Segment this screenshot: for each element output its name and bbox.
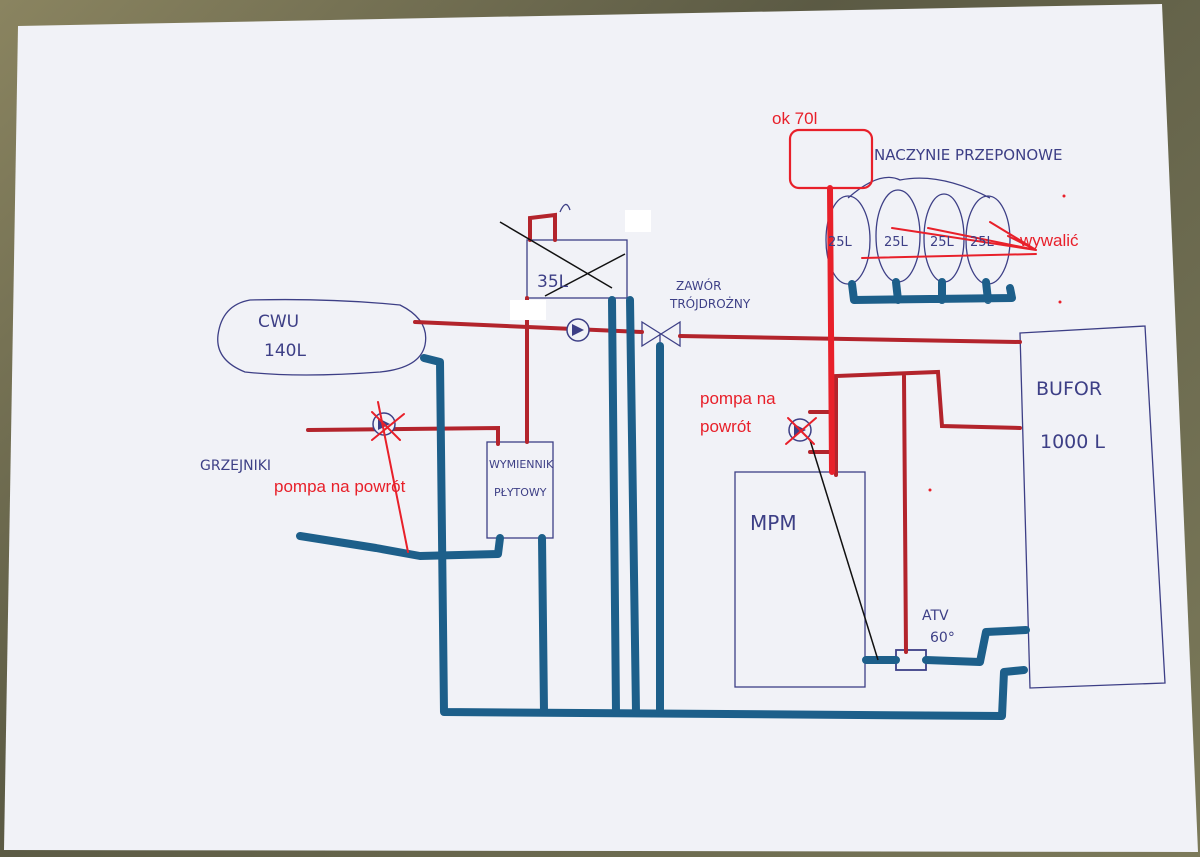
- mpm-boiler-shape: [734, 471, 866, 688]
- return-pipe-vert-1: [608, 296, 620, 716]
- valve-label-1: ZAWÓR: [676, 278, 721, 293]
- valve-label-2: TRÓJDROŻNY: [669, 296, 751, 311]
- small-tank-label: 35L: [537, 272, 569, 292]
- return-pipe-main: [420, 354, 1028, 720]
- return-pipe-grzejniki: [296, 532, 504, 560]
- ok70-annotation: ok 70l: [772, 109, 817, 128]
- supply-pipe-grzejniki: [306, 425, 500, 446]
- atv-label-2: 60°: [930, 630, 955, 646]
- small-tank-hook: [559, 203, 571, 213]
- redaction-patch-2: [510, 300, 546, 320]
- red-dot-2: [1058, 300, 1062, 304]
- cross-pump-grzejniki: [371, 411, 405, 441]
- cross-out-small-tank: [499, 221, 626, 297]
- redaction-patch-1: [625, 210, 651, 232]
- supply-pipe-valve-buffer: [678, 334, 1022, 344]
- vessels-title: NACZYNIE PRZEPONOWE: [874, 146, 1062, 164]
- wywalic-strikelines: [861, 221, 1037, 259]
- return-pipe-atv: [862, 626, 1030, 666]
- return-pipe-vert-2: [626, 296, 640, 716]
- supply-pipe-atv: [902, 374, 908, 654]
- return-pipe-vessels: [848, 278, 1016, 304]
- return-pipe-exchanger: [538, 534, 548, 716]
- cwu-label-1: CWU: [258, 312, 299, 332]
- grzejniki-label: GRZEJNIKI: [200, 458, 271, 474]
- cwu-label-2: 140L: [264, 341, 306, 361]
- exchanger-label-2: PŁYTOWY: [494, 486, 547, 499]
- pump-move-pointer: [809, 439, 879, 661]
- cwu-tank-shape: [217, 298, 427, 376]
- mpm-label: MPM: [750, 511, 797, 535]
- cross-pump-mpm: [785, 417, 817, 445]
- pompa-right-line2: powrót: [700, 417, 751, 436]
- pump-cwu: [566, 318, 590, 342]
- red-dot-3: [928, 488, 932, 492]
- vessel-top-link: [847, 176, 991, 199]
- wywalic-annotation: wywalić: [1019, 231, 1079, 250]
- pompa-right-line1: pompa na: [700, 389, 776, 408]
- pompa-left-annotation: pompa na powrót: [274, 477, 406, 496]
- paper-sheet: [4, 4, 1198, 852]
- atv-label-1: ATV: [922, 608, 949, 624]
- exchanger-label-1: WYMIENNIK: [489, 458, 554, 471]
- plate-exchanger-shape: [486, 441, 554, 539]
- red-dot-1: [1062, 194, 1066, 198]
- pointer-pompa-left: [377, 401, 409, 553]
- vessel-3-label: 25L: [930, 235, 955, 250]
- buffer-tank-shape: [1019, 325, 1166, 689]
- vessel-1-label: 25L: [828, 235, 853, 250]
- bufor-label-1: BUFOR: [1036, 378, 1102, 400]
- vessel-4-label: 25L: [970, 235, 995, 250]
- supply-pipe-mpm-top: [834, 369, 1022, 477]
- small-tank-shape: [526, 239, 628, 299]
- vessel-2-label: 25L: [884, 235, 909, 250]
- supply-pipe-small-tank: [528, 212, 557, 242]
- new-vessel-pipe: [827, 185, 835, 475]
- bufor-label-2: 1000 L: [1040, 431, 1105, 453]
